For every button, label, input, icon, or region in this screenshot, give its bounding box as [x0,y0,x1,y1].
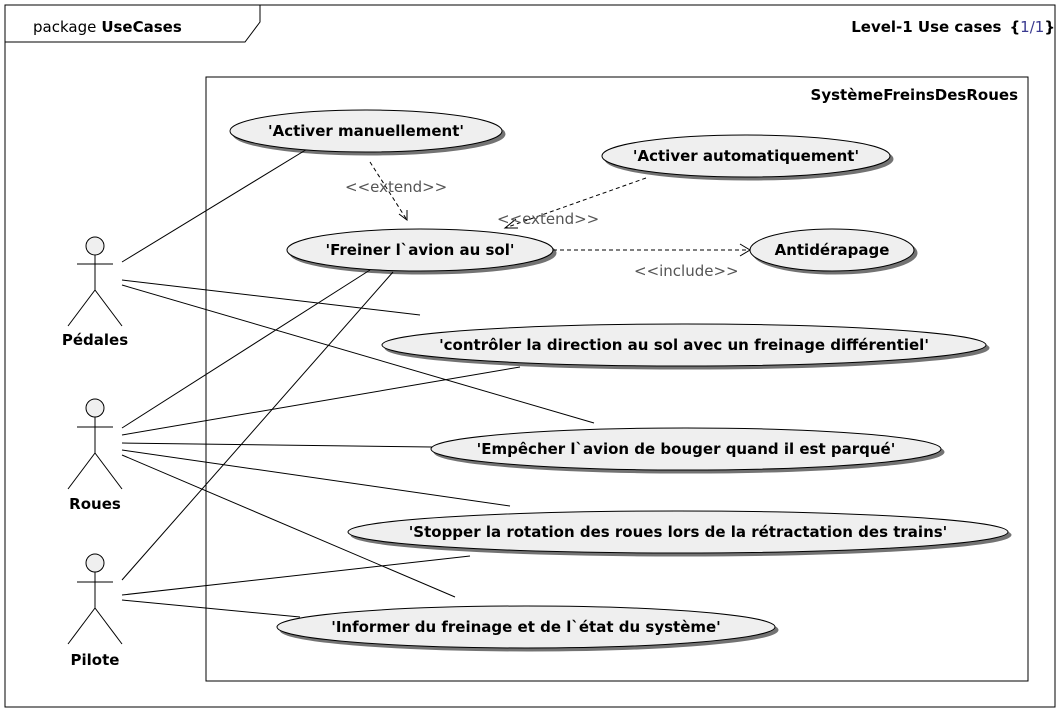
assoc-pedales-manual [121,139,323,263]
assoc-roues-parked [121,442,433,448]
assoc-pedales-parked [121,284,595,424]
diagram-title: Level-1 Use cases{1/1} [851,18,1055,36]
use-case-label: 'Activer automatiquement' [633,147,859,165]
assoc-pilote-inform [121,599,301,618]
assoc-roues-brake [121,269,371,429]
include-label: <<include>> [634,262,739,280]
extend-label-manual: <<extend>> [345,178,447,196]
assoc-roues-direction [121,366,521,436]
actor-label-pedales: Pédales [62,331,128,349]
use-case-label: Antidérapage [775,241,890,259]
associations [121,139,595,618]
arrowhead-extend-manual [398,210,408,221]
use-case-controler-direction[interactable]: 'contrôler la direction au sol avec un f… [381,323,987,367]
use-case-antiderapage[interactable]: Antidérapage [749,228,915,272]
actor-pilote[interactable] [67,553,123,645]
assoc-roues-retract [121,449,511,507]
use-case-label: 'Empêcher l`avion de bouger quand il est… [477,440,896,458]
actor-roues[interactable] [67,398,123,490]
actor-head [85,236,105,256]
use-case-label: 'contrôler la direction au sol avec un f… [439,336,929,354]
assoc-pilote-retract [121,555,471,596]
use-case-activer-manuellement[interactable]: 'Activer manuellement' [229,109,503,153]
assoc-roues-inform [121,454,456,598]
use-case-informer-freinage[interactable]: 'Informer du freinage et de l`état du sy… [276,605,776,649]
actor-head [85,398,105,418]
actor-label-pilote: Pilote [71,651,120,669]
use-case-label: 'Freiner l`avion au sol' [326,241,515,259]
extend-auto-line [504,177,647,229]
use-case-label: 'Activer manuellement' [268,122,464,140]
use-case-empecher-avion[interactable]: 'Empêcher l`avion de bouger quand il est… [430,427,942,471]
package-tab [4,5,261,43]
assoc-pedales-direction [121,279,421,316]
arrowhead-extend-auto [503,218,518,229]
use-case-freiner-avion[interactable]: 'Freiner l`avion au sol' [286,228,554,272]
use-case-stopper-rotation[interactable]: 'Stopper la rotation des roues lors de l… [347,510,1009,554]
package-frame [4,4,1056,708]
actor-head [85,553,105,573]
dependencies [369,161,750,251]
system-name: SystèmeFreinsDesRoues [811,86,1019,104]
system-boundary [205,76,1029,682]
use-case-activer-automatiquement[interactable]: 'Activer automatiquement' [601,134,891,178]
use-case-label: 'Stopper la rotation des roues lors de l… [409,523,948,541]
actor-pedales[interactable] [67,236,123,327]
extend-manual-line [369,161,408,221]
actor-label-roues: Roues [69,495,121,513]
use-case-label: 'Informer du freinage et de l`état du sy… [331,618,721,636]
extend-label-auto: <<extend>> [497,210,599,228]
assoc-pilote-brake [121,271,394,581]
